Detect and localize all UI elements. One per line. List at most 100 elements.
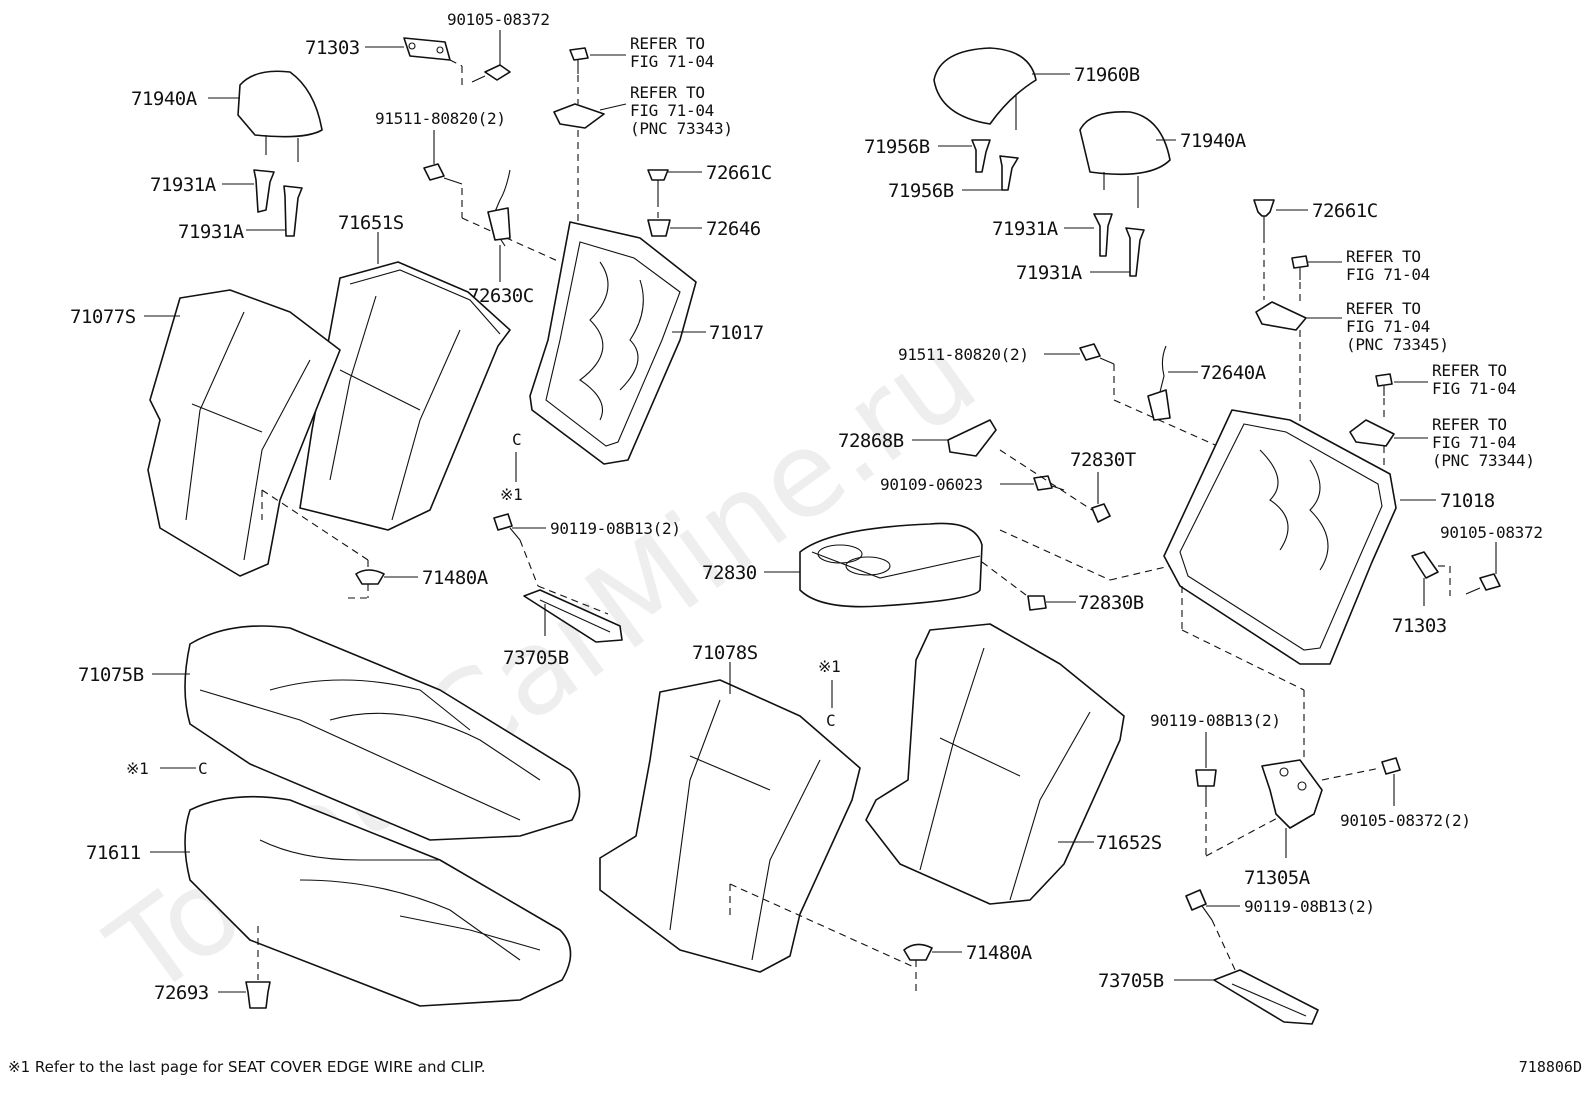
latch-cover-73343 — [553, 103, 605, 129]
seatback-pad-71652S — [865, 623, 1125, 905]
seat-cover-71075B — [184, 625, 581, 841]
label-90105-08372-2: 90105-08372(2) — [1340, 811, 1471, 830]
label-71077S: 71077S — [70, 306, 136, 328]
guide-71931A-left-1 — [253, 169, 275, 213]
bolt-90109-06023 — [1033, 475, 1065, 491]
label-71078S: 71078S — [692, 642, 758, 664]
refer-r2-2: FIG 71-04 — [1346, 317, 1430, 336]
label-71017: 71017 — [709, 322, 764, 344]
label-72868B: 72868B — [838, 430, 904, 452]
label-71480A-mid: 71480A — [966, 942, 1033, 964]
label-71303-right: 71303 — [1392, 615, 1447, 637]
label-73705B-left: 73705B — [503, 647, 569, 669]
refer-b-2: FIG 71-04 — [630, 101, 714, 120]
bracket-73705B-right — [1213, 969, 1319, 1025]
label-71018: 71018 — [1440, 490, 1495, 512]
label-71931A-r2: 71931A — [1016, 262, 1083, 284]
guide-71931A-right-1 — [1093, 213, 1113, 257]
screw-refer-r3 — [1375, 373, 1393, 396]
diagram-code: 718806D — [1518, 1058, 1582, 1076]
refer-r4-1: REFER TO — [1432, 415, 1507, 434]
guide-71931A-right-2 — [1125, 227, 1145, 277]
armrest-72830 — [799, 522, 983, 608]
screw-refer-a — [569, 47, 589, 74]
label-71075B: 71075B — [78, 664, 144, 686]
label-71960B: 71960B — [1074, 64, 1140, 86]
label-71956B-2: 71956B — [888, 180, 954, 202]
seatback-cover-71077S — [147, 289, 341, 577]
refer-a-1: REFER TO — [630, 34, 705, 53]
bolt-90119-left — [493, 513, 521, 541]
label-71480A-left: 71480A — [422, 567, 489, 589]
label-71611: 71611 — [86, 842, 141, 864]
bolt-90105-08372 — [471, 64, 511, 83]
refer-r4-3: (PNC 73344) — [1432, 451, 1535, 470]
clip-C-2: C — [198, 759, 207, 778]
label-72630C: 72630C — [468, 285, 534, 307]
clip-72646 — [647, 219, 671, 237]
label-72830T: 72830T — [1070, 449, 1136, 471]
screw-refer-r1 — [1291, 255, 1309, 280]
guide-71956B-1 — [971, 139, 991, 173]
clip-71480A-mid — [903, 943, 933, 961]
label-90119-right-2: 90119-08B13(2) — [1244, 897, 1375, 916]
bolt-90119-right-2 — [1185, 889, 1213, 921]
frame-71018 — [1163, 409, 1397, 665]
label-71652S: 71652S — [1096, 832, 1162, 854]
label-72646: 72646 — [706, 218, 761, 240]
label-71931A-r1: 71931A — [992, 218, 1059, 240]
headrest-71960B — [933, 47, 1037, 130]
label-71305A: 71305A — [1244, 867, 1311, 889]
label-91511-left: 91511-80820(2) — [375, 109, 506, 128]
clip-71480A-left — [355, 569, 385, 585]
footnote: ※1 Refer to the last page for SEAT COVER… — [8, 1058, 486, 1076]
bolt-90105-right — [1465, 573, 1501, 595]
label-72830: 72830 — [702, 562, 757, 584]
pin-72661C-right — [1253, 199, 1275, 236]
label-90105-08372: 90105-08372 — [447, 10, 550, 29]
label-72661C-right: 72661C — [1312, 200, 1378, 222]
guide-71931A-left-2 — [283, 185, 303, 237]
label-90119-right-1: 90119-08B13(2) — [1150, 711, 1281, 730]
refer-r2-1: REFER TO — [1346, 299, 1421, 318]
seatback-pad-71651S — [299, 261, 511, 531]
label-71940A: 71940A — [131, 88, 198, 110]
refer-r3-1: REFER TO — [1432, 361, 1507, 380]
latch-cover-73345 — [1255, 301, 1307, 331]
refer-r2-3: (PNC 73345) — [1346, 335, 1449, 354]
cover-72868B — [947, 419, 997, 457]
seatback-cover-71078S — [599, 679, 861, 973]
bolt-90119-right-1 — [1195, 769, 1217, 800]
bolt-91511-left — [423, 163, 463, 185]
label-71940A-right: 71940A — [1180, 130, 1247, 152]
lock-72630C — [487, 169, 511, 247]
lock-72640A — [1147, 345, 1171, 421]
nut-72830T — [1091, 503, 1111, 523]
label-71303: 71303 — [305, 37, 360, 59]
refer-r1-1: REFER TO — [1346, 247, 1421, 266]
clip-72693 — [245, 981, 271, 1009]
headrest-left — [237, 70, 323, 162]
bracket-73705B-left — [523, 589, 623, 643]
refer-a-2: FIG 71-04 — [630, 52, 714, 71]
latch-cover-73344 — [1349, 419, 1395, 447]
frame-71017 — [529, 221, 697, 465]
seat-pad-71611 — [184, 795, 572, 1007]
mark-1-b: ※1 — [126, 759, 148, 778]
bolt-91511-right — [1079, 343, 1115, 365]
label-71651S: 71651S — [338, 212, 404, 234]
label-71931A-l2: 71931A — [178, 221, 245, 243]
refer-r1-2: FIG 71-04 — [1346, 265, 1430, 284]
mark-1-c: ※1 — [818, 657, 840, 676]
headrest-right — [1079, 111, 1171, 208]
clip-C-3: C — [826, 711, 835, 730]
label-91511-right: 91511-80820(2) — [898, 345, 1029, 364]
mark-1-a: ※1 — [500, 485, 522, 504]
label-71956B-1: 71956B — [864, 136, 930, 158]
label-72661C-left: 72661C — [706, 162, 772, 184]
refer-b-1: REFER TO — [630, 83, 705, 102]
refer-b-3: (PNC 73343) — [630, 119, 733, 138]
label-90105-right: 90105-08372 — [1440, 523, 1543, 542]
label-72693: 72693 — [154, 982, 209, 1004]
